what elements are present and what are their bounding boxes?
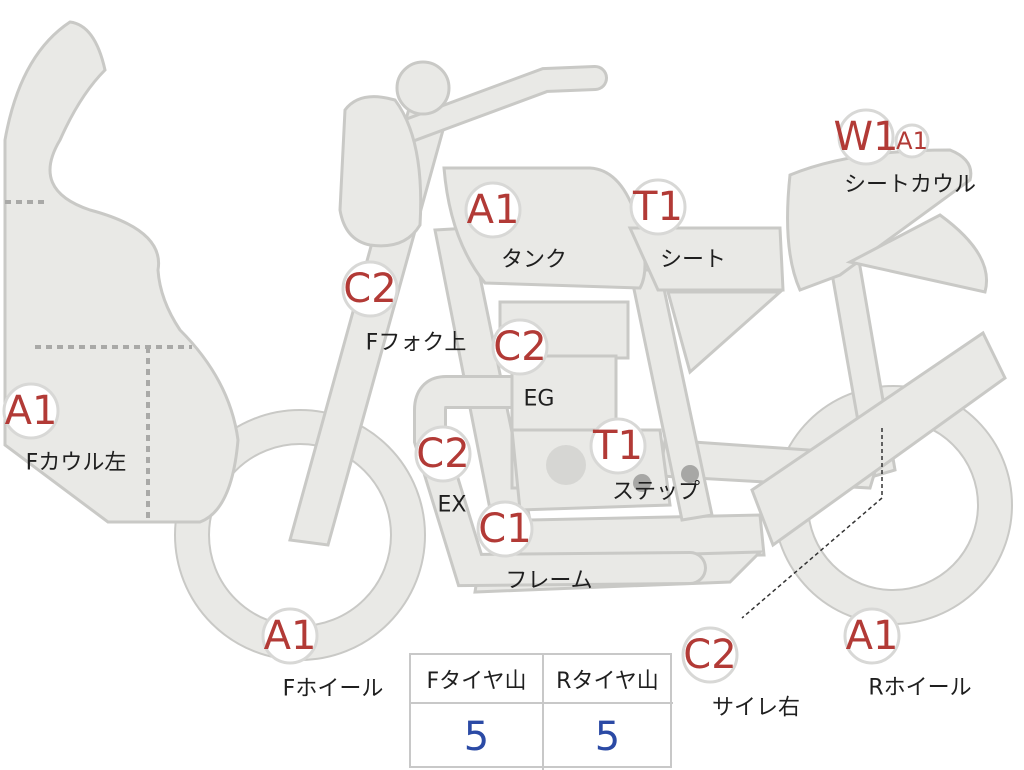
engine-label: EG xyxy=(524,387,555,412)
f-cowl-left-marker: A1 Fカウル左 xyxy=(2,382,127,476)
silencer-right-grade: C2 xyxy=(683,632,736,678)
step-grade: T1 xyxy=(592,423,643,469)
exhaust-marker: C2 EX xyxy=(414,425,472,518)
side-cover xyxy=(666,290,784,375)
cowl-seam-lower xyxy=(35,345,192,518)
seat-label: シート xyxy=(660,248,726,273)
r-wheel-label: Rホイール xyxy=(868,676,971,701)
seat-shape xyxy=(627,226,785,292)
seat-cowl-label: シートカウル xyxy=(844,173,976,198)
silencer-right-label: サイレ右 xyxy=(712,696,800,721)
mirror xyxy=(395,60,451,116)
exhaust-label: EX xyxy=(438,493,467,518)
step-label: ステップ xyxy=(612,480,700,505)
front-tire-column: Fタイヤ山 5 xyxy=(411,655,544,770)
f-wheel-marker: A1 Fホイール xyxy=(261,607,384,702)
engine-marker: C2 EG xyxy=(491,318,555,412)
tank-marker: A1 タンク xyxy=(464,181,567,273)
tank-grade: A1 xyxy=(467,187,520,233)
front-cowl-shape xyxy=(3,20,240,524)
seat-cowl-grade-secondary: A1 xyxy=(896,127,928,155)
rear-tire-header: Rタイヤ山 xyxy=(542,655,673,704)
frame-marker: C1 フレーム xyxy=(476,500,593,594)
rear-tire-column: Rタイヤ山 5 xyxy=(542,655,673,770)
step-marker: T1 ステップ xyxy=(589,417,700,505)
engine-grade: C2 xyxy=(493,324,546,370)
rear-tire-value: 5 xyxy=(594,714,621,760)
front-tire-value: 5 xyxy=(463,714,490,760)
f-fork-upper-grade: C2 xyxy=(343,266,396,312)
seat-cowl-grade: W1 xyxy=(834,114,899,160)
headlight xyxy=(338,95,423,248)
seat-grade: T1 xyxy=(632,184,683,230)
silencer-leader xyxy=(741,428,883,619)
f-cowl-left-grade: A1 xyxy=(5,388,58,434)
f-wheel-grade: A1 xyxy=(264,613,317,659)
f-wheel-label: Fホイール xyxy=(283,677,384,702)
silencer-right-marker: C2 サイレ右 xyxy=(681,626,800,721)
r-wheel-grade: A1 xyxy=(846,613,899,659)
r-wheel-marker: A1 Rホイール xyxy=(843,607,972,701)
tire-tread-table: Fタイヤ山 5 Rタイヤ山 5 xyxy=(409,653,673,770)
f-cowl-left-label: Fカウル左 xyxy=(26,451,127,476)
seat-marker: T1 シート xyxy=(629,178,726,273)
rear-fender xyxy=(845,213,988,294)
f-fork-upper-marker: C2 Fフォク上 xyxy=(341,260,467,356)
tank-label: タンク xyxy=(501,248,567,273)
f-fork-upper-label: Fフォク上 xyxy=(366,331,467,356)
seat-cowl-marker: W1 A1 シートカウル xyxy=(834,108,976,198)
exhaust-grade: C2 xyxy=(416,431,469,477)
silencer-shape xyxy=(750,330,1007,548)
frame-label: フレーム xyxy=(505,569,592,594)
frame-grade: C1 xyxy=(478,506,531,552)
front-tire-header: Fタイヤ山 xyxy=(411,655,542,704)
